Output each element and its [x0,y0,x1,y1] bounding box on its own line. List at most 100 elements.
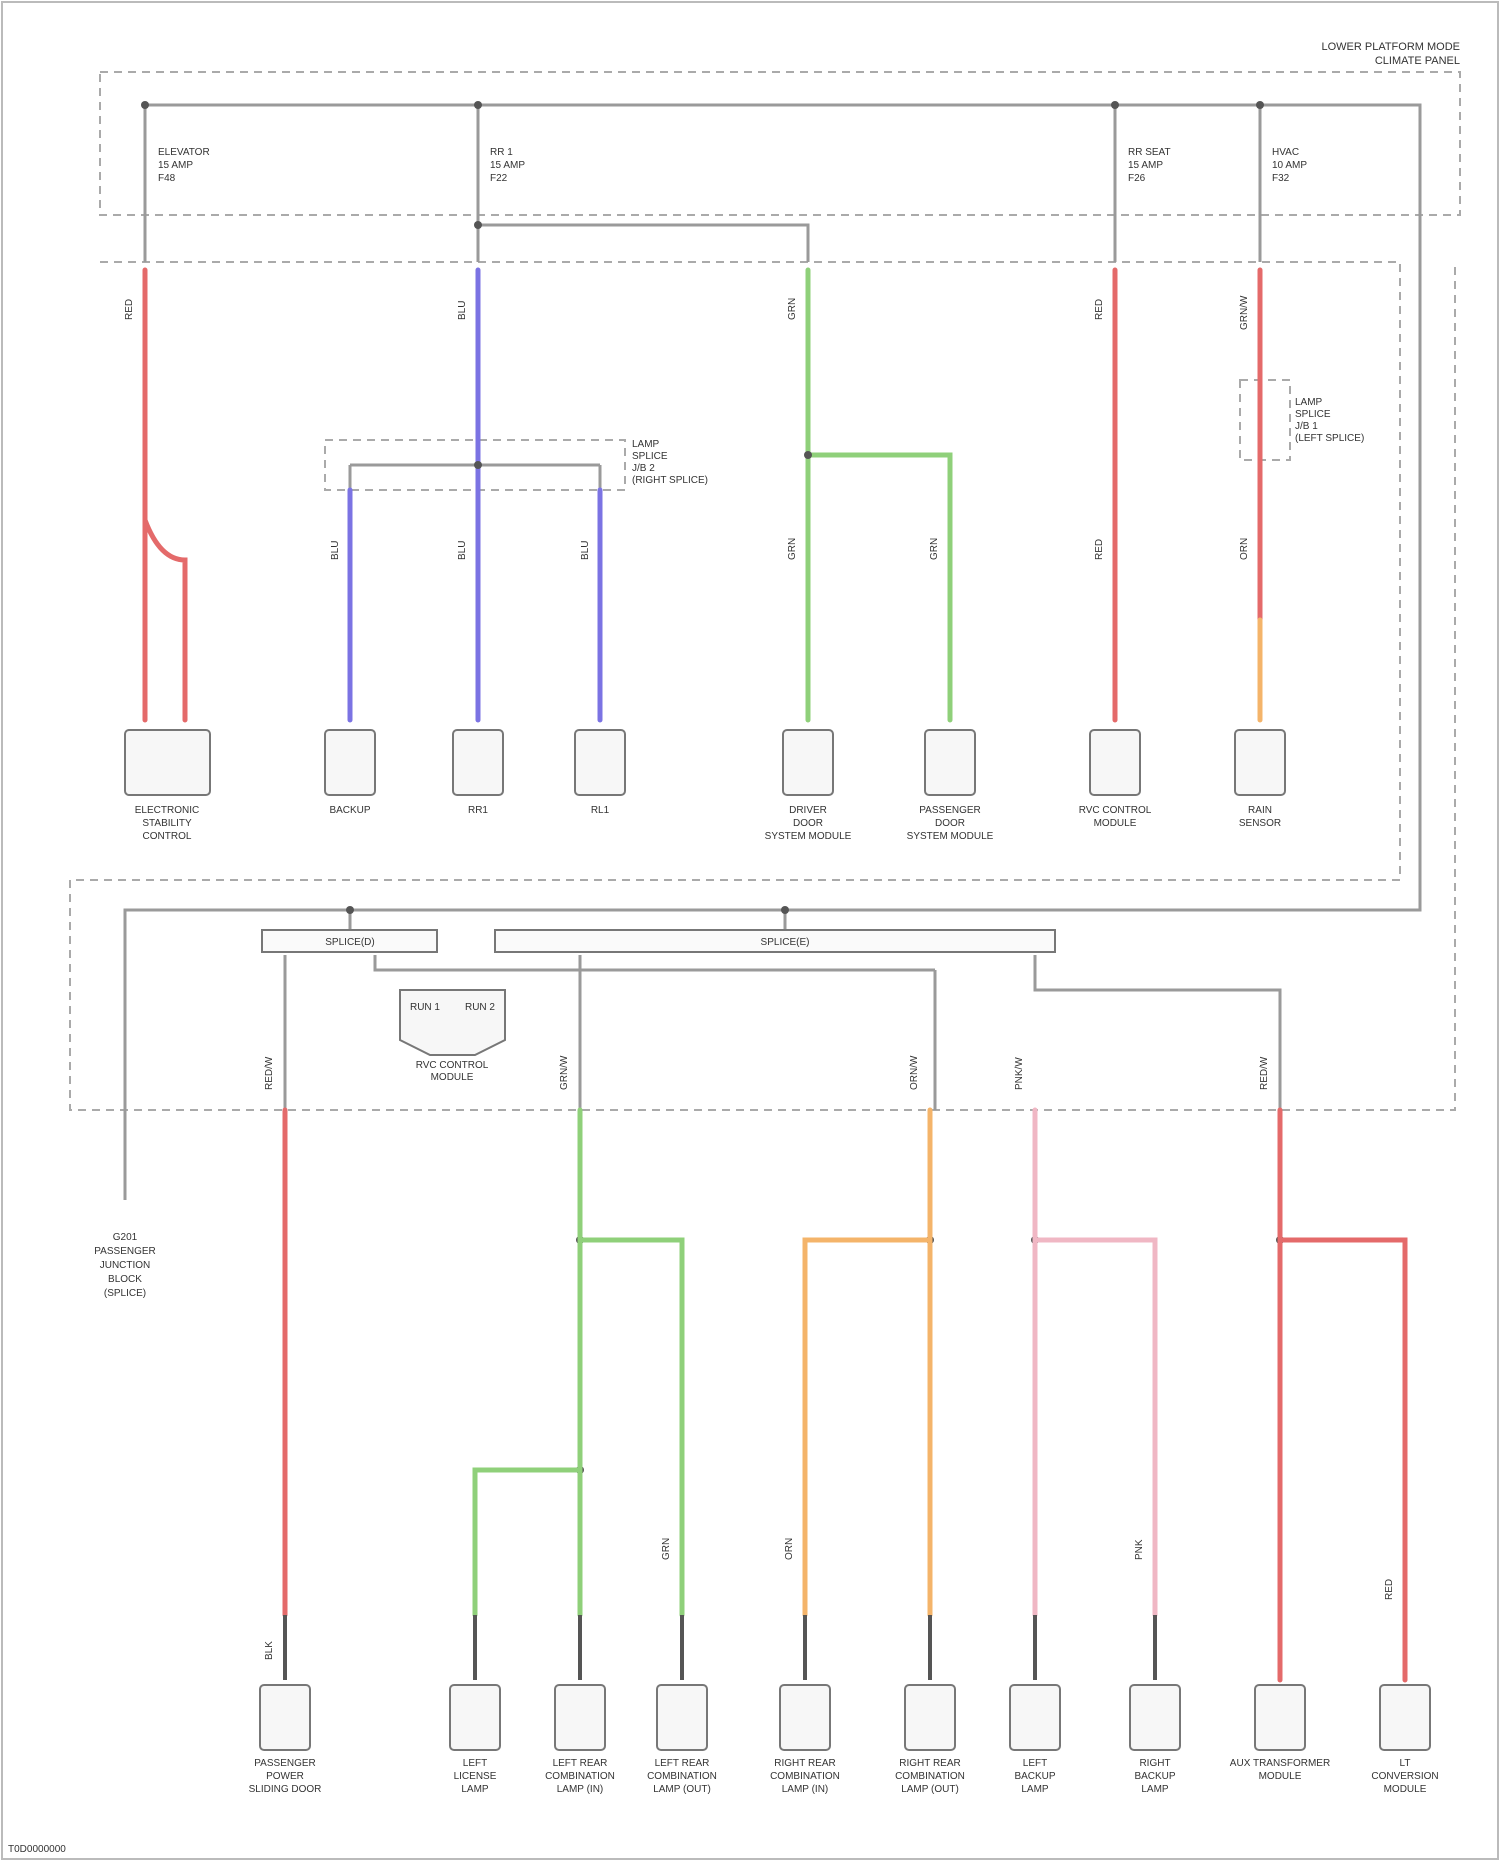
lc2-box [555,1685,605,1750]
upper-wires [145,270,1260,720]
lc5-box [905,1685,955,1750]
uc4-l2: DOOR [793,818,823,829]
wl-l5: GRN [661,1538,672,1560]
lc2-l2: COMBINATION [545,1771,615,1782]
wl-u3: RED [1094,299,1105,320]
lc6-box [1010,1685,1060,1750]
power-bus [125,105,1420,1110]
ground-note-l3: JUNCTION [100,1260,151,1271]
uc1-l1: BACKUP [329,805,370,816]
middle-module: RUN 1 RUN 2 RVC CONTROL MODULE [400,990,505,1083]
lc8-l2: MODULE [1259,1771,1302,1782]
driver-door-box [783,730,833,795]
lc0-box [260,1685,310,1750]
fuse-4-line2: 10 AMP [1272,160,1307,171]
upper-component-labels: ELECTRONIC STABILITY CONTROL BACKUP RR1 … [135,805,1281,842]
wl-u7: BLU [580,541,591,560]
wl-u10: RED [1094,539,1105,560]
lc7-l3: LAMP [1141,1784,1169,1795]
fuse-4-line3: F32 [1272,173,1290,184]
upper-wire-labels: RED BLU GRN RED GRN/W BLU BLU BLU GRN GR… [124,295,1250,560]
wire-license [475,1470,580,1615]
middle-module-line1: RVC CONTROL [416,1060,489,1071]
lc3-box [657,1685,707,1750]
splice-note-1-line4: (RIGHT SPLICE) [632,475,708,486]
wl-l6: ORN [784,1538,795,1560]
lc5-l3: LAMP (OUT) [901,1784,959,1795]
lc9-box [1380,1685,1430,1750]
header-title-line1: LOWER PLATFORM MODE [1321,41,1460,53]
uc0-l1: ELECTRONIC [135,805,199,816]
fuse-1-line3: F48 [158,173,176,184]
uc0-l2: STABILITY [142,818,192,829]
lc3-l3: LAMP (OUT) [653,1784,711,1795]
lc1-l3: LAMP [461,1784,489,1795]
wire-lt-conv [1280,1240,1405,1680]
wire-esc-2 [145,520,185,720]
fuse-2-line2: 15 AMP [490,160,525,171]
lower-wire-labels: RED/W GRN/W ORN/W PNK/W RED/W GRN ORN PN… [264,1055,1395,1660]
lc5-l1: RIGHT REAR [899,1758,961,1769]
lc0-l2: POWER [266,1771,304,1782]
dashed-enclosures [70,72,1460,1110]
harness-enclosure [70,262,1455,1110]
wl-l4: RED/W [1259,1056,1270,1090]
lc4-box [780,1685,830,1750]
splice-box-right [1240,380,1290,460]
ground-note-l2: PASSENGER [94,1246,156,1257]
wl-l7: PNK [1134,1539,1145,1560]
wl-l2: ORN/W [909,1055,920,1090]
lc9-l3: MODULE [1384,1784,1427,1795]
fuse-2-line1: RR 1 [490,147,513,158]
wl-u1: BLU [457,301,468,320]
splice-note-2-line4: (LEFT SPLICE) [1295,433,1364,444]
header-title-line2: CLIMATE PANEL [1375,55,1460,67]
wl-l3: PNK/W [1014,1057,1025,1090]
fuse-3-line2: 15 AMP [1128,160,1163,171]
fuse-1-line2: 15 AMP [158,160,193,171]
wl-u9: GRN [929,538,940,560]
lower-component-labels: PASSENGER POWER SLIDING DOOR LEFT LICENS… [249,1758,1439,1795]
uc2-l1: RR1 [468,805,488,816]
fuse-3-line3: F26 [1128,173,1146,184]
splice-note-2-line2: SPLICE [1295,409,1331,420]
wl-u6: BLU [457,541,468,560]
fuse-1-line1: ELEVATOR [158,147,210,158]
uc0-l3: CONTROL [143,831,192,842]
uc5-l1: PASSENGER [919,805,981,816]
splice-note-1-line1: LAMP [632,439,660,450]
lc6-l3: LAMP [1021,1784,1049,1795]
wl-l8: RED [1384,1579,1395,1600]
pass-door-box [925,730,975,795]
fuse-box-outline [100,72,1460,215]
lc1-l1: LEFT [463,1758,487,1769]
upper-component-boxes [125,730,1285,795]
splice-note-1-line3: J/B 2 [632,463,655,474]
lc4-l3: LAMP (IN) [782,1784,829,1795]
backup-box [325,730,375,795]
rl1-box [575,730,625,795]
lc7-l1: RIGHT [1139,1758,1170,1769]
lc0-l3: SLIDING DOOR [249,1784,322,1795]
fuse-3-line1: RR SEAT [1128,147,1171,158]
lc9-l2: CONVERSION [1371,1771,1438,1782]
lc7-box [1130,1685,1180,1750]
lc8-box [1255,1685,1305,1750]
bus-box-d-label: SPLICE(D) [325,937,374,948]
lc9-l1: LT [1400,1758,1411,1769]
wl-l9: BLK [264,1641,275,1660]
splice-note-2-line1: LAMP [1295,397,1323,408]
rvc-box [1090,730,1140,795]
wl-u2: GRN [787,298,798,320]
lc1-l2: LICENSE [454,1771,497,1782]
lc2-l1: LEFT REAR [553,1758,608,1769]
splice-note-2-line3: J/B 1 [1295,421,1318,432]
bus-boxes: SPLICE(D) SPLICE(E) [262,930,1055,952]
uc6-l2: MODULE [1094,818,1137,829]
fuse-labels: ELEVATOR 15 AMP F48 RR 1 15 AMP F22 RR S… [158,147,1307,184]
lc7-l2: BACKUP [1134,1771,1175,1782]
uc3-l1: RL1 [591,805,610,816]
wl-u0: RED [124,299,135,320]
